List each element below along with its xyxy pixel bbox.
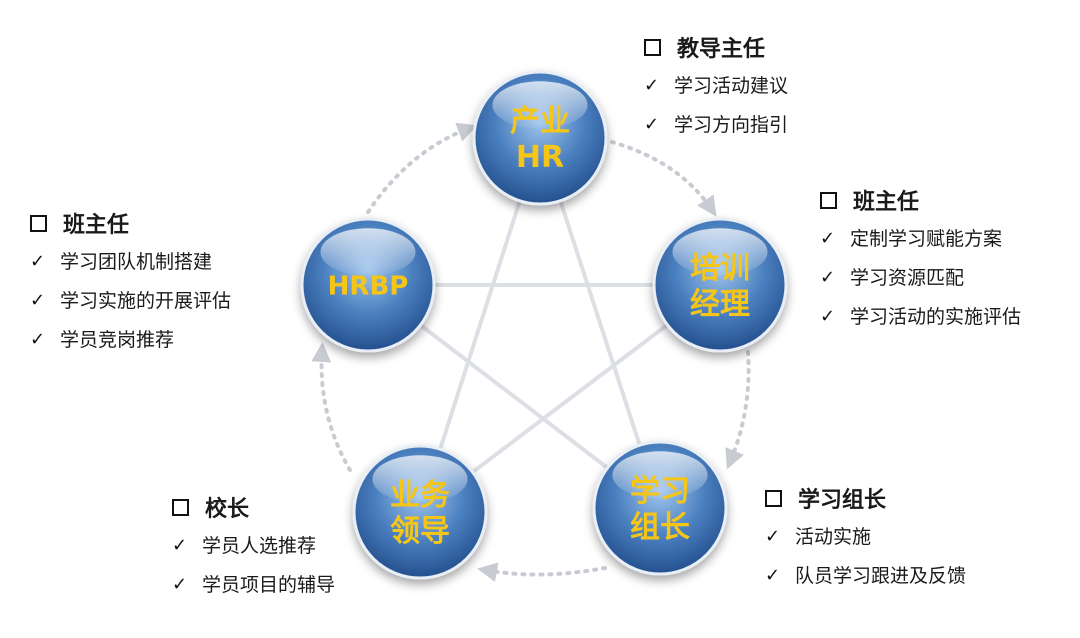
role-item: ✓ 学习实施的开展评估 xyxy=(30,287,231,315)
role-item-list: ✓ 活动实施 ✓ 队员学习跟进及反馈 xyxy=(765,523,966,590)
role-item: ✓ 学员人选推荐 xyxy=(172,532,335,560)
role-item-text: 学习实施的开展评估 xyxy=(60,290,232,312)
role-head-teacher-right: 班主任 ✓ 定制学习赋能方案 ✓ 学习资源匹配 ✓ 学习活动的实施评估 xyxy=(820,185,1021,342)
checkbox-icon xyxy=(765,489,782,507)
role-item-text: 学员人选推荐 xyxy=(202,535,317,557)
arrow-leader-to-hrbp xyxy=(311,342,352,472)
check-icon: ✓ xyxy=(172,535,188,556)
check-icon: ✓ xyxy=(30,290,46,311)
role-title-text: 班主任 xyxy=(63,213,130,238)
check-icon: ✓ xyxy=(820,267,836,288)
arrow-hr-to-training xyxy=(610,140,717,217)
arrow-hrbp-to-hr xyxy=(366,122,478,214)
role-item: ✓ 学员竞岗推荐 xyxy=(30,326,231,354)
node-label: 组长 xyxy=(630,510,690,545)
node-label: 经理 xyxy=(690,287,750,322)
role-item-text: 学习资源匹配 xyxy=(850,267,965,289)
role-item-list: ✓ 学习团队机制搭建 ✓ 学习实施的开展评估 ✓ 学员竞岗推荐 xyxy=(30,248,231,354)
cycle-arrows xyxy=(311,122,751,582)
node-gloss xyxy=(492,81,588,129)
node-label: 学习 xyxy=(630,474,690,509)
node-hrbp: HRBP xyxy=(300,217,436,353)
check-icon: ✓ xyxy=(820,306,836,327)
role-title-text: 教导主任 xyxy=(677,37,766,62)
checkbox-icon xyxy=(172,498,189,516)
arrow-training-to-group xyxy=(725,350,751,470)
check-icon: ✓ xyxy=(172,574,188,595)
role-item-text: 学员项目的辅导 xyxy=(202,574,336,596)
node-label: HR xyxy=(516,140,564,175)
role-item-text: 队员学习跟进及反馈 xyxy=(795,565,967,587)
role-group-leader: 学习组长 ✓ 活动实施 ✓ 队员学习跟进及反馈 xyxy=(765,483,966,601)
node-label: 业务 xyxy=(390,478,450,513)
role-mentor: 教导主任 ✓ 学习活动建议 ✓ 学习方向指引 xyxy=(644,32,788,150)
node-label: HRBP xyxy=(328,271,409,301)
role-item-text: 学习方向指引 xyxy=(674,114,789,136)
role-head-teacher-left: 班主任 ✓ 学习团队机制搭建 ✓ 学习实施的开展评估 ✓ 学员竞岗推荐 xyxy=(30,208,231,365)
checkbox-icon xyxy=(644,38,661,56)
role-title-text: 学习组长 xyxy=(798,488,887,513)
role-title-text: 班主任 xyxy=(853,190,920,215)
checkbox-icon xyxy=(30,214,47,232)
role-item-list: ✓ 定制学习赋能方案 ✓ 学习资源匹配 ✓ 学习活动的实施评估 xyxy=(820,225,1021,331)
node-label: 产业 xyxy=(510,104,570,139)
role-item-text: 学习活动的实施评估 xyxy=(850,306,1022,328)
check-icon: ✓ xyxy=(30,329,46,350)
role-item-text: 学员竞岗推荐 xyxy=(60,329,175,351)
role-item: ✓ 学习团队机制搭建 xyxy=(30,248,231,276)
node-gloss xyxy=(372,455,468,503)
node-gloss xyxy=(672,228,768,276)
role-item-text: 定制学习赋能方案 xyxy=(850,228,1003,250)
role-item-list: ✓ 学员人选推荐 ✓ 学员项目的辅导 xyxy=(172,532,335,599)
role-item: ✓ 学习资源匹配 xyxy=(820,264,1021,292)
role-principal: 校长 ✓ 学员人选推荐 ✓ 学员项目的辅导 xyxy=(172,492,335,610)
role-item: ✓ 学员项目的辅导 xyxy=(172,571,335,599)
role-item: ✓ 活动实施 xyxy=(765,523,966,551)
node-gloss xyxy=(320,228,416,276)
role-item: ✓ 学习活动的实施评估 xyxy=(820,303,1021,331)
check-icon: ✓ xyxy=(820,228,836,249)
check-icon: ✓ xyxy=(765,565,781,586)
role-item: ✓ 学习活动建议 xyxy=(644,72,788,100)
arrow-group-to-leader xyxy=(477,562,607,582)
check-icon: ✓ xyxy=(644,114,660,135)
role-item: ✓ 队员学习跟进及反馈 xyxy=(765,562,966,590)
role-item: ✓ 定制学习赋能方案 xyxy=(820,225,1021,253)
node-label: 培训 xyxy=(690,251,750,286)
role-title-text: 校长 xyxy=(205,497,250,522)
role-item-list: ✓ 学习活动建议 ✓ 学习方向指引 xyxy=(644,72,788,139)
check-icon: ✓ xyxy=(644,75,660,96)
role-item-text: 活动实施 xyxy=(795,526,872,548)
role-item-text: 学习团队机制搭建 xyxy=(60,251,213,273)
checkbox-icon xyxy=(820,191,837,209)
node-label: 领导 xyxy=(390,514,450,549)
node-study-leader: 学习组长 xyxy=(592,440,728,576)
node-gloss xyxy=(612,451,708,499)
role-item-text: 学习活动建议 xyxy=(674,75,789,97)
check-icon: ✓ xyxy=(765,526,781,547)
check-icon: ✓ xyxy=(30,251,46,272)
role-item: ✓ 学习方向指引 xyxy=(644,111,788,139)
